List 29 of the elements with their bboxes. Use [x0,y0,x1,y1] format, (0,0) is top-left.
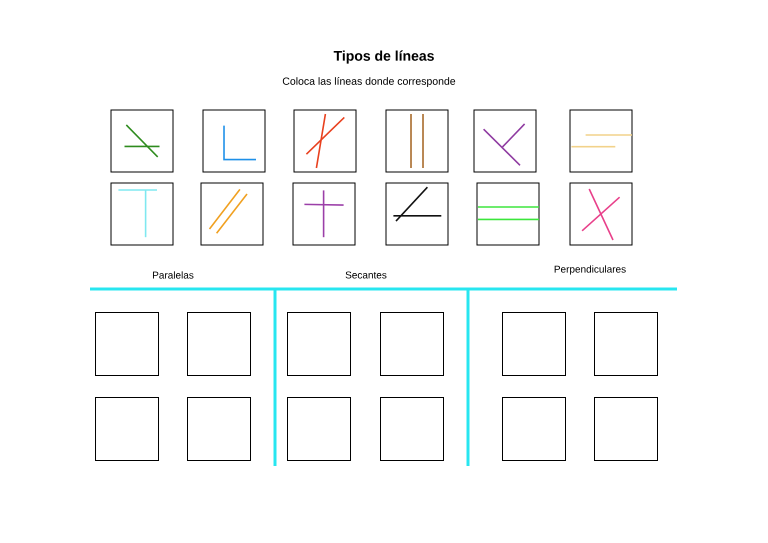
answer-box [380,396,444,461]
answer-box [95,396,159,461]
answer-box [187,396,251,461]
title: Tipos de líneas [334,50,434,64]
column-heading: Paralelas [152,271,194,279]
column-heading: Perpendiculares [554,265,626,275]
answer-box [502,312,566,376]
line-drawing-card [292,182,356,246]
line-drawing-card [110,182,174,246]
answer-box [594,396,658,461]
line-drawing-card [570,182,632,246]
answer-box [594,312,658,376]
column-heading: Secantes [346,271,386,279]
line-drawing-card [476,182,540,246]
line-drawing-card [110,110,174,172]
answer-box [187,312,251,376]
answer-box [287,396,351,461]
line-drawing-card [202,110,266,172]
answer-box [287,312,351,376]
subtitle: Coloca las líneas donde corresponde [282,77,456,87]
line-drawing-card [200,182,264,246]
answer-box [380,312,444,376]
line-drawing-card [294,110,356,172]
answer-box [502,396,566,461]
answer-box [95,312,159,376]
line-drawing-card [386,182,448,246]
line-drawing-card [474,110,536,172]
line-drawing-card [570,110,632,172]
line-drawing-card [386,110,448,172]
